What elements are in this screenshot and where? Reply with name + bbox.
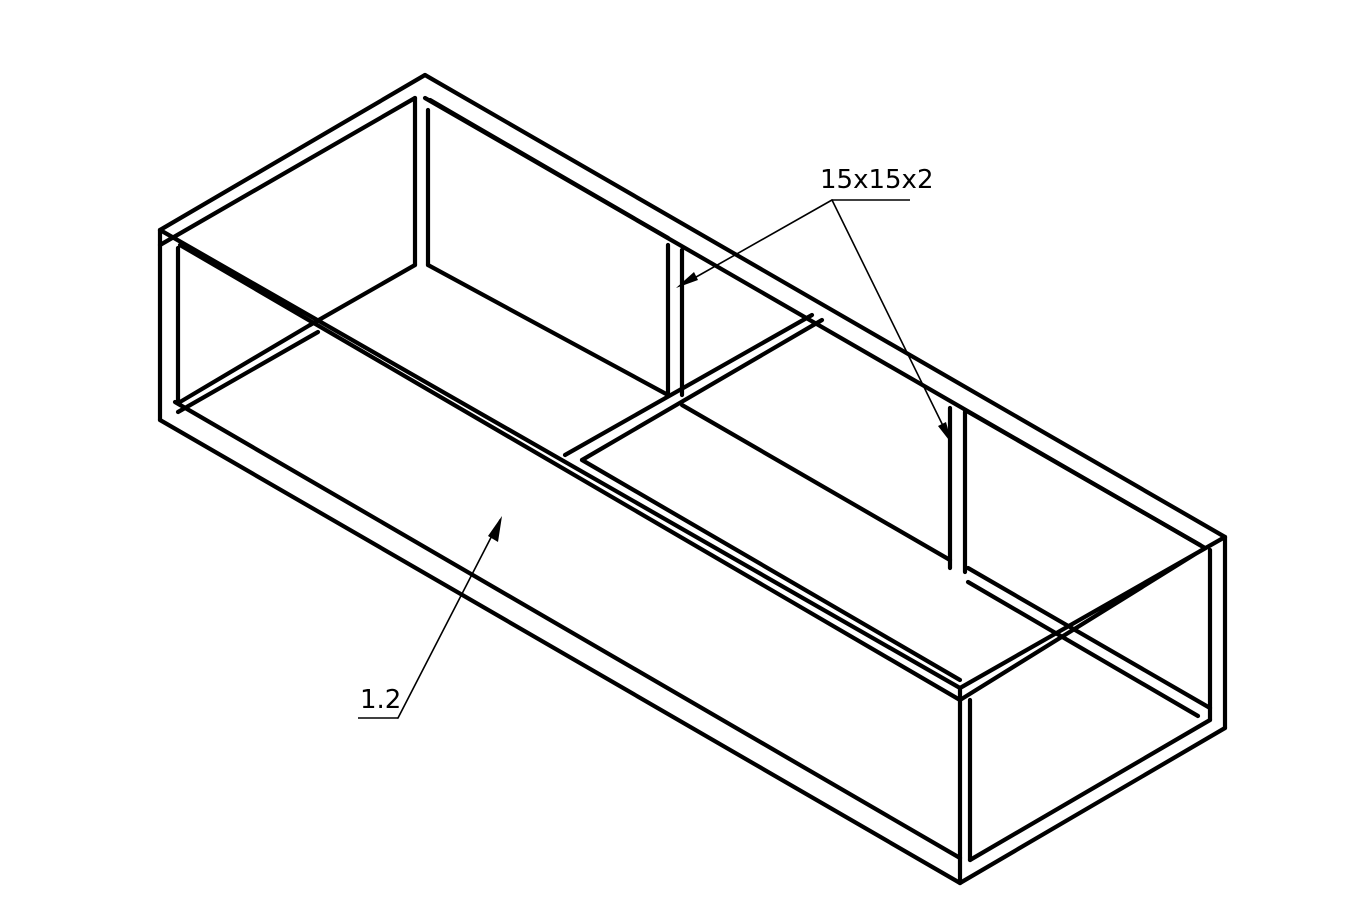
part-number-label: 1.2 — [360, 685, 401, 715]
bottom-left-edge — [175, 322, 321, 415]
lower-back-rail — [307, 262, 671, 398]
post-back-right — [1207, 534, 1228, 731]
part-arrow — [488, 516, 502, 542]
frame-outline — [157, 72, 1228, 886]
profile-leader-right — [831, 199, 951, 441]
post-front-left — [157, 227, 181, 423]
top-back-edge — [422, 72, 1228, 551]
post-right-back — [947, 405, 968, 575]
post-front-right — [957, 685, 973, 886]
part-leader-line — [397, 519, 501, 719]
part-callout: 1.2 — [358, 516, 502, 719]
bottom-front-edge — [157, 399, 963, 886]
profile-leader-left — [681, 199, 833, 286]
profile-arrow-right — [938, 422, 952, 444]
top-front-edge — [157, 227, 963, 703]
profile-callout: 15x15x2 — [676, 165, 952, 444]
profile-arrow-left — [676, 272, 698, 288]
top-left-edge — [157, 72, 428, 248]
middle-crossbar-lower — [579, 457, 963, 683]
middle-crossbar — [562, 312, 825, 463]
bottom-right-edge — [957, 717, 1228, 886]
lower-back-rail-right — [679, 402, 953, 563]
profile-label: 15x15x2 — [820, 165, 933, 195]
bottom-back-edge — [965, 565, 1213, 719]
top-right-edge — [957, 534, 1228, 703]
post-back-left — [412, 95, 431, 268]
post-middle-back — [665, 242, 685, 398]
inner-top-rail — [427, 97, 1203, 548]
